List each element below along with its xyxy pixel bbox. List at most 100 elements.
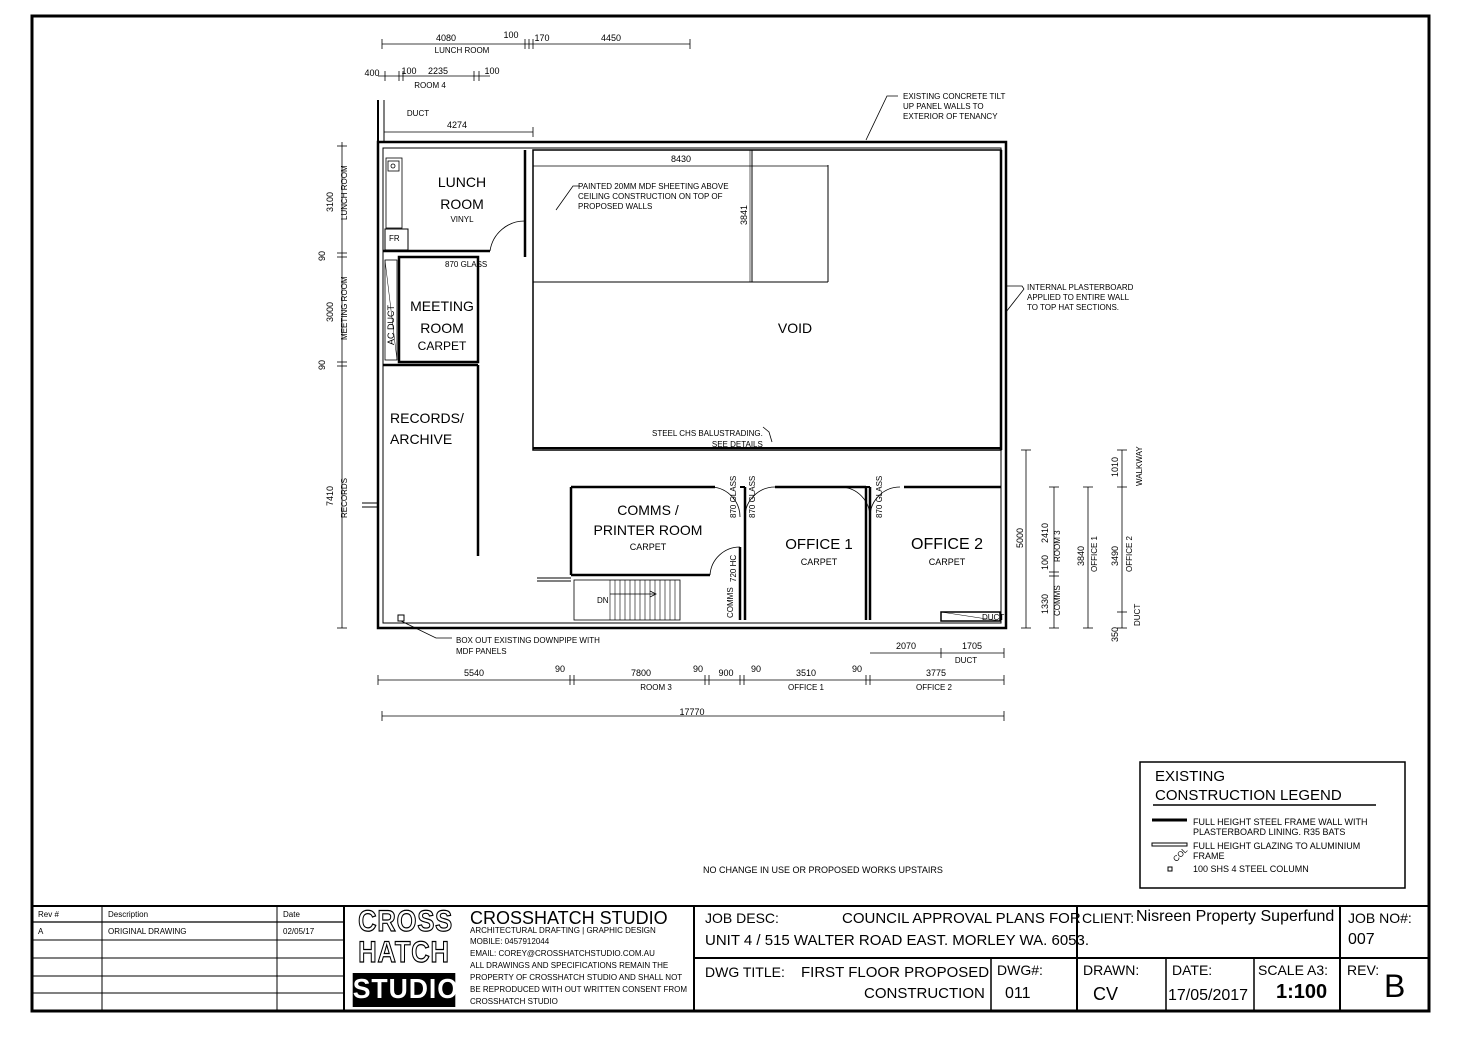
drawn-label: DRAWN: <box>1083 962 1140 978</box>
dwg-title-line-1: FIRST FLOOR PROPOSED <box>801 964 990 981</box>
dim-5000: 5000 <box>1015 527 1025 548</box>
dim-office2-bottom: OFFICE 2 <box>915 683 953 692</box>
dim-100-room4-b: 100 <box>484 66 500 76</box>
drawn-value: CV <box>1093 984 1119 1004</box>
dim-90-f: 90 <box>851 664 863 674</box>
job-desc-line-2: UNIT 4 / 515 WALTER ROAD EAST. MORLEY WA… <box>705 932 1090 949</box>
legend-item-column: 100 SHS 4 STEEL COLUMN <box>1193 864 1309 874</box>
dim-100-side: 100 <box>1040 554 1050 570</box>
dim-4450: 4450 <box>600 33 622 43</box>
door-870-glass-c: 870 GLASS <box>875 475 884 518</box>
ac-duct-label: AC DUCT <box>386 305 396 345</box>
rev-value: B <box>1384 968 1406 1004</box>
dim-3510: 3510 <box>795 668 817 678</box>
logo-line-cross: CROSS <box>358 905 454 938</box>
dim-duct-label: DUCT <box>406 109 430 118</box>
comms-label: COMMS <box>726 587 735 618</box>
dim-walkway-side: WALKWAY <box>1135 446 1144 486</box>
door-870-glass-b: 870 GLASS <box>748 475 757 518</box>
dim-350: 350 <box>1110 626 1120 642</box>
void-outline <box>532 149 1002 451</box>
dim-comms-side: COMMS <box>1053 585 1062 616</box>
copyright-line-1: ALL DRAWINGS AND SPECIFICATIONS REMAIN T… <box>470 961 669 970</box>
office2-floor: CARPET <box>928 557 966 567</box>
dim-3775: 3775 <box>925 668 947 678</box>
job-no-value: 007 <box>1348 931 1375 948</box>
job-desc-line-1: COUNCIL APPROVAL PLANS FOR <box>842 910 1081 927</box>
outer-wall <box>376 140 1008 630</box>
mdf-sheeting-note: PAINTED 20MM MDF SHEETING ABOVE CEILING … <box>578 182 729 211</box>
lunch-room-floor: VINYL <box>450 215 474 224</box>
dim-room3-side: ROOM 3 <box>1053 530 1062 562</box>
rev-header: Rev # <box>38 910 59 919</box>
dim-7800: 7800 <box>630 668 652 678</box>
crosshatch-logo: CROSS HATCH STUDIO <box>350 905 458 1007</box>
dim-8430: 8430 <box>670 154 692 164</box>
stair-down-label: DN <box>597 596 609 605</box>
studio-mobile: MOBILE: 0457912044 <box>470 937 550 946</box>
office2-label: OFFICE 2 <box>910 536 984 553</box>
dim-2410: 2410 <box>1040 522 1050 543</box>
copyright-line-3: BE REPRODUCED WITH OUT WRITTEN CONSENT F… <box>470 985 688 994</box>
date-value: 17/05/2017 <box>1168 987 1249 1004</box>
dwg-no-label: DWG#: <box>997 962 1043 978</box>
dim-3000: 3000 <box>325 301 335 322</box>
dim-100-top: 100 <box>503 30 519 40</box>
dim-90-a: 90 <box>317 250 327 261</box>
lunch-room-label: LUNCH ROOM <box>437 174 487 212</box>
dim-90-c: 90 <box>554 664 566 674</box>
internal-plaster-note: INTERNAL PLASTERBOARD APPLIED TO ENTIRE … <box>1027 283 1134 312</box>
door-720-hc: 720 HC <box>729 554 738 582</box>
dim-7410: 7410 <box>325 485 335 506</box>
fridge-label: FR <box>389 234 400 243</box>
logo-line-studio: STUDIO <box>352 973 458 1007</box>
rev-a-description: ORIGINAL DRAWING <box>108 927 187 936</box>
logo-line-hatch: HATCH <box>358 936 450 969</box>
description-header: Description <box>108 910 149 919</box>
duct-corner-label: DUCT <box>982 613 1005 622</box>
dim-1330: 1330 <box>1040 593 1050 614</box>
dwg-title-label: DWG TITLE: <box>705 964 785 980</box>
job-no-label: JOB NO#: <box>1348 910 1412 926</box>
scale-value: 1:100 <box>1276 981 1328 1003</box>
dim-1010: 1010 <box>1110 456 1120 477</box>
office1-floor: CARPET <box>800 557 838 567</box>
copyright-line-2: PROPERTY OF CROSSHATCH STUDIO AND SHALL … <box>470 973 683 982</box>
dim-400: 400 <box>364 68 380 78</box>
dim-2235: 2235 <box>427 66 449 76</box>
dim-900: 900 <box>718 668 734 678</box>
dim-room4-label: ROOM 4 <box>414 81 446 90</box>
dim-3100: 3100 <box>325 191 335 212</box>
client-value: Nisreen Property Superfund <box>1136 908 1335 925</box>
void-label: VOID <box>777 320 813 336</box>
rev-a-date: 02/05/17 <box>283 927 315 936</box>
dim-90-d: 90 <box>692 664 704 674</box>
dim-5540: 5540 <box>463 668 485 678</box>
dim-meeting-room-side: MEETING ROOM <box>340 276 349 340</box>
scale-label: SCALE A3: <box>1258 962 1329 978</box>
legend-item-glazing: FULL HEIGHT GLAZING TO ALUMINIUM FRAME <box>1193 841 1361 861</box>
dim-3841: 3841 <box>739 204 749 225</box>
rev-a: A <box>38 927 44 936</box>
dwg-title-line-2: CONSTRUCTION <box>864 985 985 1002</box>
dim-4274: 4274 <box>446 120 468 130</box>
rev-label: REV: <box>1347 962 1380 978</box>
dim-90-b: 90 <box>317 359 327 370</box>
legend-title: EXISTING CONSTRUCTION LEGEND <box>1155 768 1342 804</box>
door-870-glass-a: 870 GLASS <box>729 475 738 518</box>
dim-2070: 2070 <box>895 641 917 651</box>
studio-name: CROSSHATCH STUDIO <box>470 908 668 928</box>
lunch-door-label: 870 GLASS <box>445 260 488 269</box>
dwg-no-value: 011 <box>1005 985 1031 1002</box>
client-label: CLIENT: <box>1082 910 1135 926</box>
comms-printer-floor: CARPET <box>629 542 667 552</box>
sheet-border <box>30 14 1431 1013</box>
dim-room3-bottom: ROOM 3 <box>640 683 672 692</box>
dim-records-side: RECORDS <box>340 477 349 518</box>
dim-90-e: 90 <box>750 664 762 674</box>
dim-3490: 3490 <box>1110 545 1120 566</box>
dim-lunch-room-side: LUNCH ROOM <box>340 165 349 220</box>
meeting-room-label: MEETING ROOM <box>410 298 474 336</box>
